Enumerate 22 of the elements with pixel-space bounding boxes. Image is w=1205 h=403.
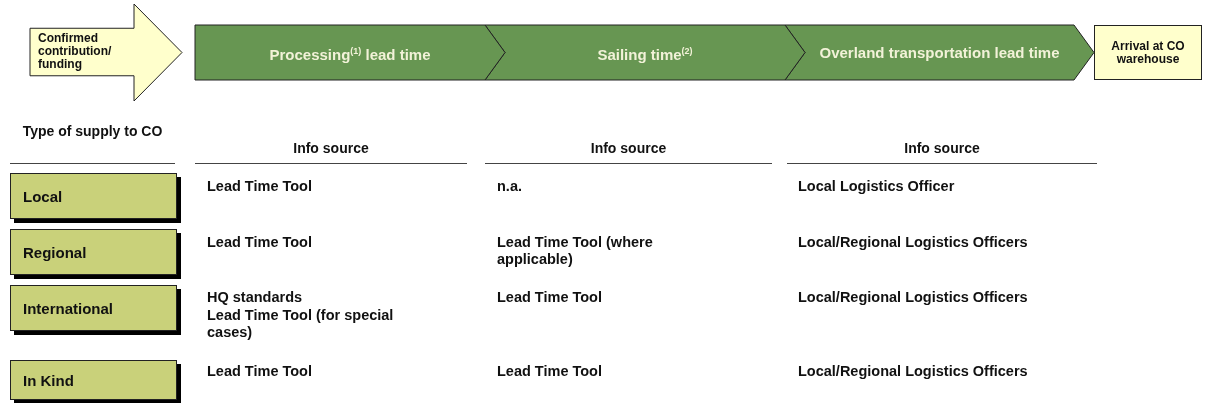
- column-header: Type of supply to CO: [21, 123, 164, 140]
- stage-label: Confirmed contribution/ funding: [38, 32, 113, 71]
- table-cell-text: Local Logistics Officer: [798, 178, 956, 195]
- column-header: Info source: [903, 140, 981, 157]
- table-cell-text: Lead Time Tool: [207, 178, 313, 195]
- table-cell-text: Lead Time Tool: [497, 363, 603, 380]
- table-cell-text: Lead Time Tool (for special cases): [207, 307, 395, 341]
- table-cell-text: Local/Regional Logistics Officers: [798, 289, 1029, 306]
- end-box: Arrival at CO warehouse: [1094, 25, 1202, 80]
- table-cell-text: HQ standards: [207, 289, 304, 306]
- table-cell-text: Lead Time Tool: [207, 363, 313, 380]
- table-cell-text: Lead Time Tool: [497, 289, 603, 306]
- table-cell-text: Lead Time Tool (where applicable): [497, 234, 654, 268]
- table-cell-text: Local/Regional Logistics Officers: [798, 363, 1029, 380]
- column-header: Info source: [292, 140, 370, 157]
- stage-label: Sailing time$^{(2)}$: [596, 44, 694, 63]
- table-cell-text: Lead Time Tool: [207, 234, 313, 251]
- column-header: Info source: [589, 140, 668, 157]
- stage-label: Processing$^{(1)}$ lead time: [268, 44, 432, 63]
- stage-label: Overland transportation lead time: [818, 44, 1061, 61]
- table-cell-text: n.a.: [497, 178, 523, 195]
- table-cell-text: Local/Regional Logistics Officers: [798, 234, 1029, 251]
